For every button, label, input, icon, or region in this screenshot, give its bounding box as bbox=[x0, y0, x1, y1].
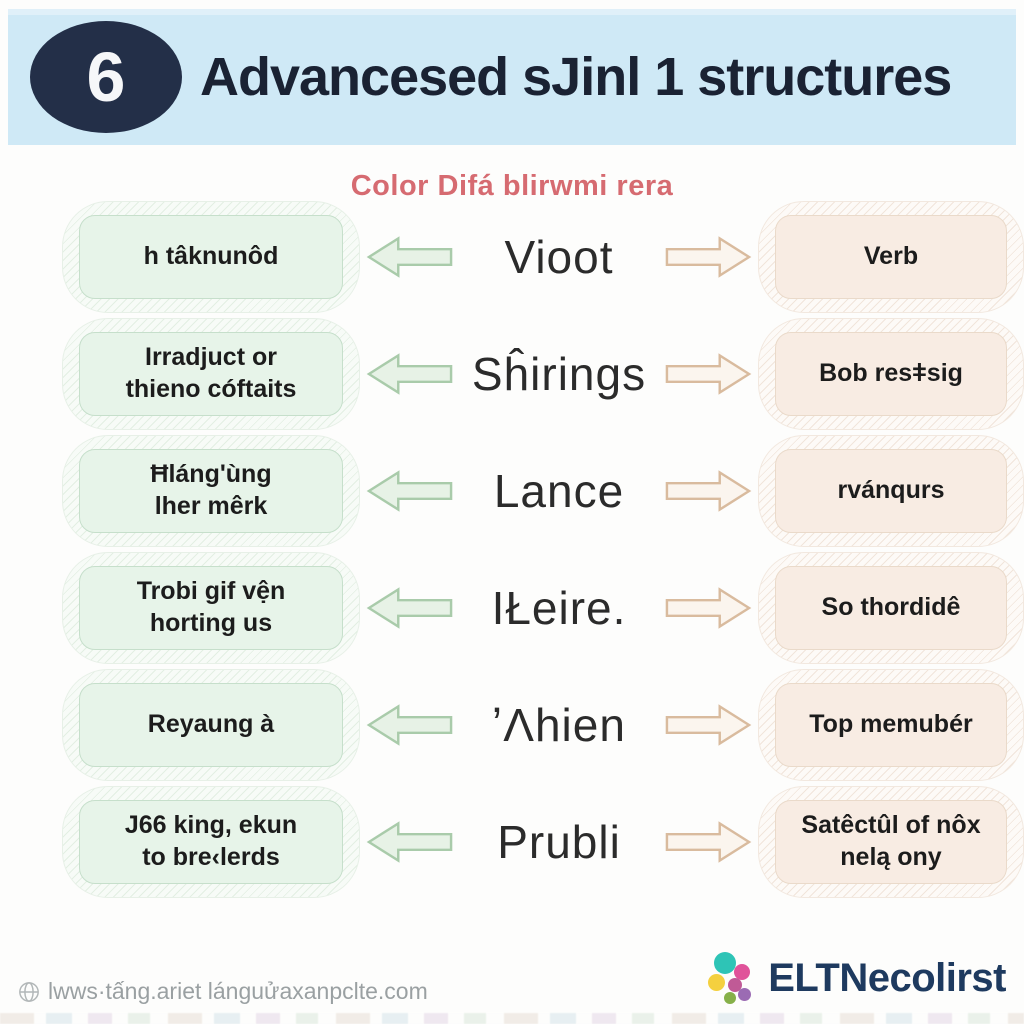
right-box-wrapper: rvánqurs bbox=[758, 434, 1024, 547]
table-row: J66 king, ekun to bre‹lerds Prubli Satêc… bbox=[0, 783, 1024, 900]
left-box: Reyaung à bbox=[79, 682, 343, 767]
right-box: Verb bbox=[775, 214, 1007, 299]
website-url: lwws·tấng.ariet lánguửaxanpclte.com bbox=[18, 978, 428, 1005]
arrow-right-icon bbox=[664, 583, 752, 633]
right-box: rvánqurs bbox=[775, 448, 1007, 533]
table-row: Reyaung à ʼΛhien Top memubér bbox=[0, 666, 1024, 783]
right-box-wrapper: Satêctûl of nôx nelą ony bbox=[758, 785, 1024, 898]
left-box-wrapper: Irradjuct or thieno cóftaits bbox=[62, 317, 360, 430]
table-row: h tâknunôd Vioot Verb bbox=[0, 198, 1024, 315]
center-word: IŁeire. bbox=[491, 581, 627, 634]
comparison-rows: h tâknunôd Vioot Verb Irradjuct or thien… bbox=[0, 198, 1024, 900]
arrow-left-icon bbox=[366, 583, 454, 633]
right-box-wrapper: Verb bbox=[758, 200, 1024, 313]
arrow-right-icon bbox=[664, 466, 752, 516]
left-box-wrapper: h tâknunôd bbox=[62, 200, 360, 313]
left-box: Trobi gif vện horting us bbox=[79, 565, 343, 650]
center-word: Prubli bbox=[497, 815, 621, 868]
table-row: Trobi gif vện horting us IŁeire. So thor… bbox=[0, 549, 1024, 666]
center-word: Lance bbox=[493, 464, 625, 517]
subtitle: Color Difá blirwmi rera bbox=[350, 170, 674, 202]
bottom-decorative-strip bbox=[0, 1013, 1024, 1024]
left-box-wrapper: Reyaung à bbox=[62, 668, 360, 781]
right-box: Top memubér bbox=[775, 682, 1007, 767]
arrow-left-icon bbox=[366, 700, 454, 750]
arrow-left-icon bbox=[366, 466, 454, 516]
arrow-right-icon bbox=[664, 700, 752, 750]
logo-dots-icon bbox=[706, 950, 758, 1006]
table-row: Ħláng'ùng lher mêrk Lance rvánqurs bbox=[0, 432, 1024, 549]
arrow-right-icon bbox=[664, 817, 752, 867]
left-box: J66 king, ekun to bre‹lerds bbox=[79, 799, 343, 884]
center-word: ʼΛhien bbox=[492, 698, 626, 751]
center-word: Sĥirings bbox=[471, 347, 647, 400]
badge-number: 6 bbox=[86, 38, 126, 116]
left-box-wrapper: J66 king, ekun to bre‹lerds bbox=[62, 785, 360, 898]
right-box-wrapper: So thordidê bbox=[758, 551, 1024, 664]
right-box: So thordidê bbox=[775, 565, 1007, 650]
globe-icon bbox=[19, 981, 39, 1002]
right-box-wrapper: Top memubér bbox=[758, 668, 1024, 781]
center-word: Vioot bbox=[504, 230, 614, 283]
arrow-left-icon bbox=[366, 232, 454, 282]
arrow-right-icon bbox=[664, 349, 752, 399]
brand-name: ELTNecolirst bbox=[768, 955, 1006, 1000]
left-box: Irradjuct or thieno cóftaits bbox=[79, 331, 343, 416]
left-box: Ħláng'ùng lher mêrk bbox=[79, 448, 343, 533]
arrow-left-icon bbox=[366, 349, 454, 399]
left-box-wrapper: Ħláng'ùng lher mêrk bbox=[62, 434, 360, 547]
left-box: h tâknunôd bbox=[79, 214, 343, 299]
number-badge: 6 bbox=[30, 21, 182, 133]
arrow-left-icon bbox=[366, 817, 454, 867]
arrow-right-icon bbox=[664, 232, 752, 282]
left-box-wrapper: Trobi gif vện horting us bbox=[62, 551, 360, 664]
right-box-wrapper: Bob resǂsig bbox=[758, 317, 1024, 430]
brand-logo: ELTNecolirst bbox=[706, 950, 1006, 1006]
header-banner: 6 Advancesed sJinl 1 structures bbox=[8, 9, 1016, 145]
table-row: Irradjuct or thieno cóftaits Sĥirings Bo… bbox=[0, 315, 1024, 432]
website-url-text: lwws·tấng.ariet lánguửaxanpclte.com bbox=[48, 978, 428, 1004]
right-box: Satêctûl of nôx nelą ony bbox=[775, 799, 1007, 884]
page-title: Advancesed sJinl 1 structures bbox=[200, 47, 952, 107]
right-box: Bob resǂsig bbox=[775, 331, 1007, 416]
